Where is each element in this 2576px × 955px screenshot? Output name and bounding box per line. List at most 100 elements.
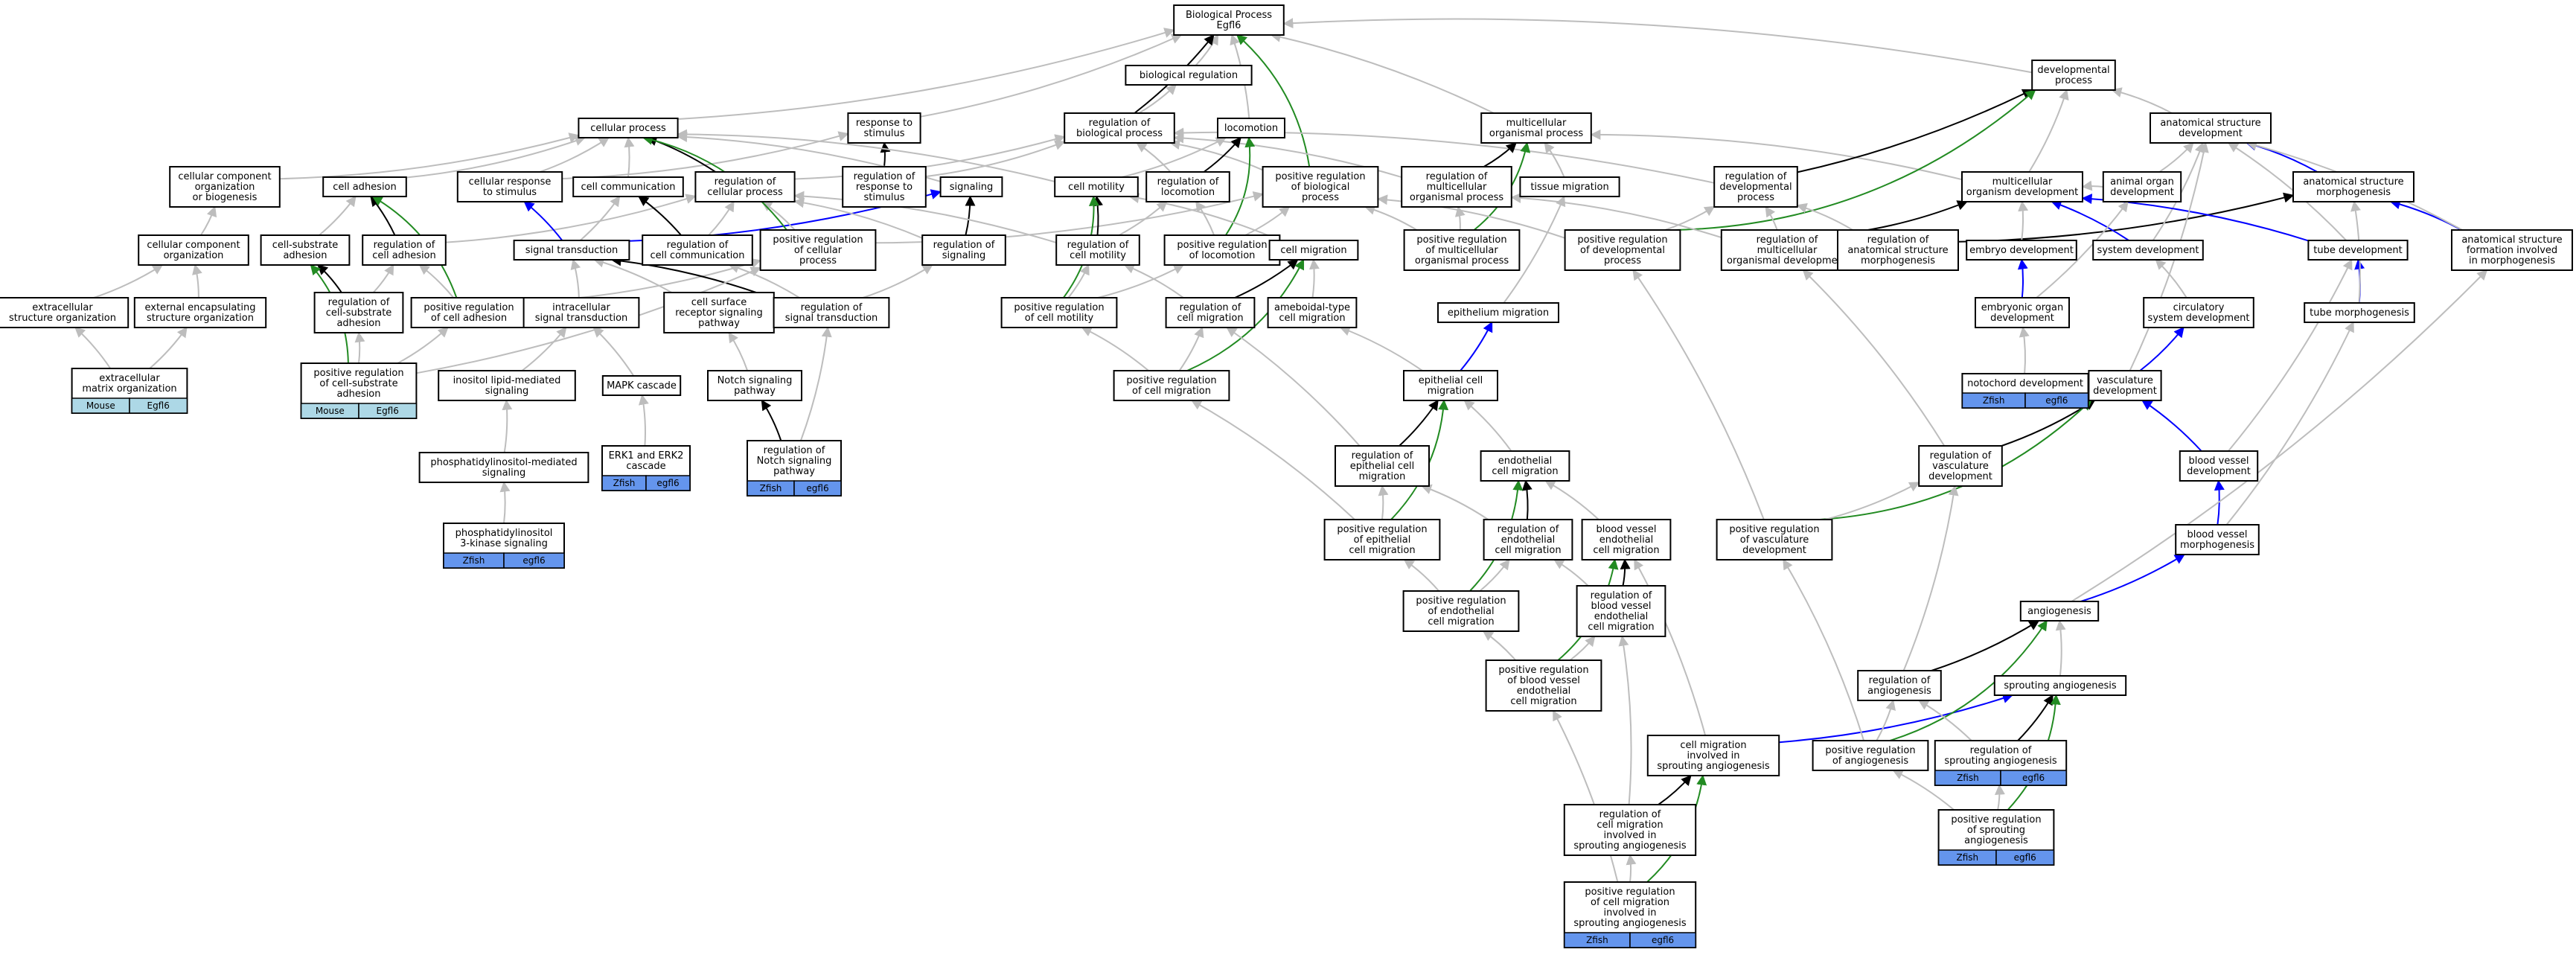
go-term-tubedev[interactable]: tube development	[2307, 240, 2409, 261]
edge-is-a	[799, 326, 832, 441]
go-term-cellcomm[interactable]: cell communication	[572, 176, 684, 197]
go-term-sprout[interactable]: sprouting angiogenesis	[1993, 675, 2127, 696]
term-label-line: notochord development	[1967, 378, 2083, 389]
edge-is-a	[793, 197, 923, 239]
term-label-line: vasculature	[2097, 375, 2153, 386]
term-label-line: regulation of	[374, 240, 435, 251]
go-term-signaling[interactable]: signaling	[939, 176, 1003, 197]
term-label-line: multicellular	[1506, 118, 1567, 129]
edge-is-a	[1902, 485, 1959, 671]
go-term-cellmig[interactable]: cell migration	[1268, 240, 1359, 261]
go-term-mapk[interactable]: MAPK cascade	[601, 375, 682, 396]
term-label-line: positive regulation	[1014, 302, 1104, 313]
go-term-epimig[interactable]: epithelium migration	[1437, 302, 1559, 323]
go-term-locomotion[interactable]: locomotion	[1217, 118, 1285, 138]
go-term-cellproc[interactable]: cellular process	[578, 118, 679, 138]
go-term-tubemorph[interactable]: tube morphogenesis	[2304, 302, 2415, 323]
go-term-sysdev[interactable]: system development	[2092, 240, 2204, 261]
go-term-angio[interactable]: angiogenesis	[2019, 601, 2100, 622]
go-term-sigtrans[interactable]: signal transduction	[513, 240, 630, 261]
go-term-bioreg[interactable]: biological regulation	[1125, 65, 1253, 86]
go-term-embdev[interactable]: embryo development	[1966, 240, 2077, 261]
go-term-tissuemig[interactable]: tissue migration	[1519, 176, 1620, 197]
go-term-celladh[interactable]: cell adhesion	[322, 176, 407, 197]
go-term-cellmot[interactable]: cell motility	[1054, 176, 1139, 197]
term-label-line: sprouting angiogenesis	[1573, 840, 1687, 852]
